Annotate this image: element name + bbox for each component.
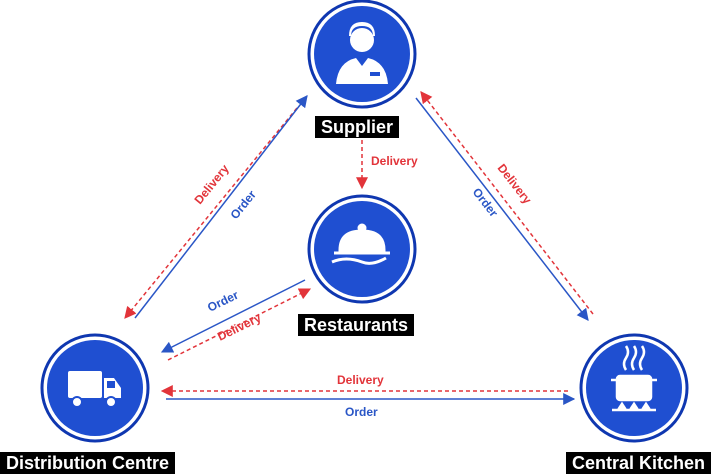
distribution-kitchen-order-label: Order xyxy=(345,405,378,419)
supplier-restaurants-delivery-label: Delivery xyxy=(371,154,418,168)
supplier-distribution-delivery-arrow xyxy=(124,107,298,319)
delivery-truck-icon xyxy=(68,371,121,408)
distribution-kitchen-delivery-label: Delivery xyxy=(337,373,384,387)
cooking-pot-icon xyxy=(611,345,657,412)
serving-cloche-icon xyxy=(331,223,390,265)
central-kitchen-label: Central Kitchen xyxy=(566,452,712,474)
supplier-label: Supplier xyxy=(315,116,400,138)
supplier-person-icon xyxy=(336,22,388,84)
restaurants-distribution-order-label: Order xyxy=(205,288,241,315)
kitchen-supplier-delivery-arrow xyxy=(420,91,594,315)
restaurants-distribution-delivery-label: Delivery xyxy=(215,310,263,343)
supplier-node xyxy=(307,0,417,109)
distribution-centre-label: Distribution Centre xyxy=(0,452,176,474)
restaurants-distribution-delivery-arrow xyxy=(167,288,312,361)
supplier-kitchen-delivery-label: Delivery xyxy=(495,161,535,207)
distribution-supplier-order-arrow xyxy=(134,95,308,319)
central-kitchen-node xyxy=(579,333,689,443)
supplier-kitchen-order-arrow xyxy=(415,97,589,321)
restaurants-label: Restaurants xyxy=(298,314,415,336)
distribution-restaurants-order-arrow xyxy=(160,279,306,353)
restaurants-node xyxy=(307,194,417,304)
distribution-centre-node xyxy=(40,333,150,443)
